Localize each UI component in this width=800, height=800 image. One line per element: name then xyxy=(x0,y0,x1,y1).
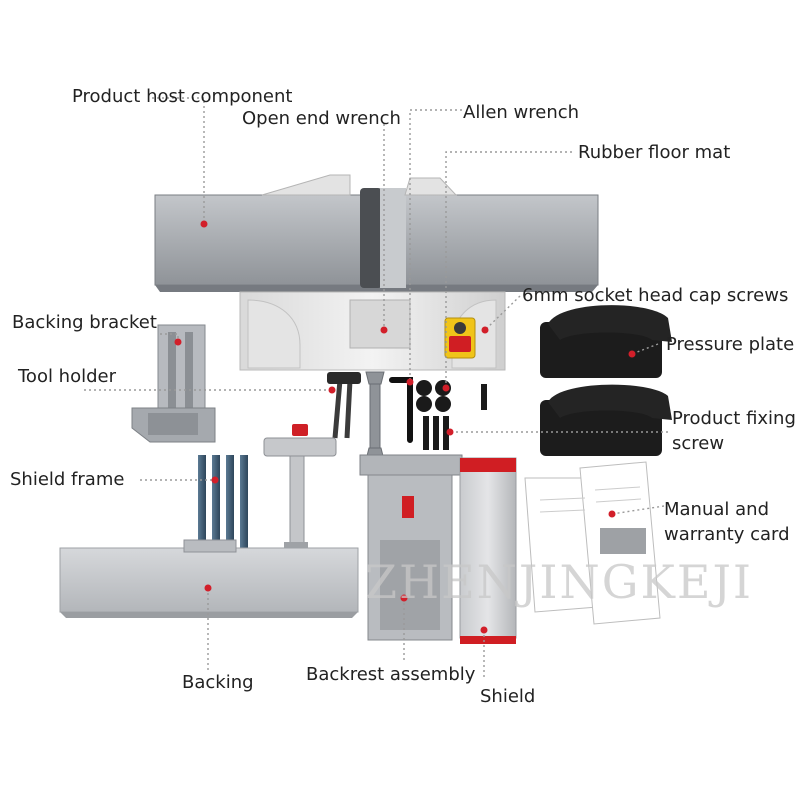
shield-part xyxy=(459,457,517,644)
label-socket-screws: 6mm socket head cap screws xyxy=(522,285,789,306)
label-allen-wrench: Allen wrench xyxy=(463,102,580,123)
label-backing-bracket: Backing bracket xyxy=(12,312,157,333)
label-product-fixing-screw: Product fixing screw xyxy=(672,408,796,454)
manual-and-card xyxy=(524,461,661,625)
label-product-host: Product host component xyxy=(72,86,293,107)
watermark-text: ZHENJINGKEJI xyxy=(365,555,754,609)
open-end-wrench xyxy=(365,371,385,461)
backrest-assembly xyxy=(359,454,463,641)
label-pressure-plate: Pressure plate xyxy=(666,334,795,355)
shield-frame xyxy=(198,424,337,555)
label-open-end-wrench: Open end wrench xyxy=(242,108,401,129)
label-backing: Backing xyxy=(182,672,254,693)
label-backrest-assembly: Backrest assembly xyxy=(306,664,476,685)
label-shield-frame: Shield frame xyxy=(10,469,125,490)
label-rubber-floor-mat: Rubber floor mat xyxy=(578,142,731,163)
label-manual-warranty: Manual and warranty card xyxy=(664,499,790,545)
planer-host xyxy=(154,174,599,371)
leader-lines xyxy=(84,97,668,680)
label-tool-holder: Tool holder xyxy=(18,366,117,387)
backing xyxy=(59,539,359,618)
red-markers xyxy=(174,220,636,634)
socket-screws xyxy=(423,384,487,450)
tool-holder xyxy=(327,372,361,439)
backing-bracket xyxy=(131,324,216,443)
pressure-plates xyxy=(540,305,672,456)
allen-wrench xyxy=(389,377,413,443)
label-shield: Shield xyxy=(480,686,536,707)
